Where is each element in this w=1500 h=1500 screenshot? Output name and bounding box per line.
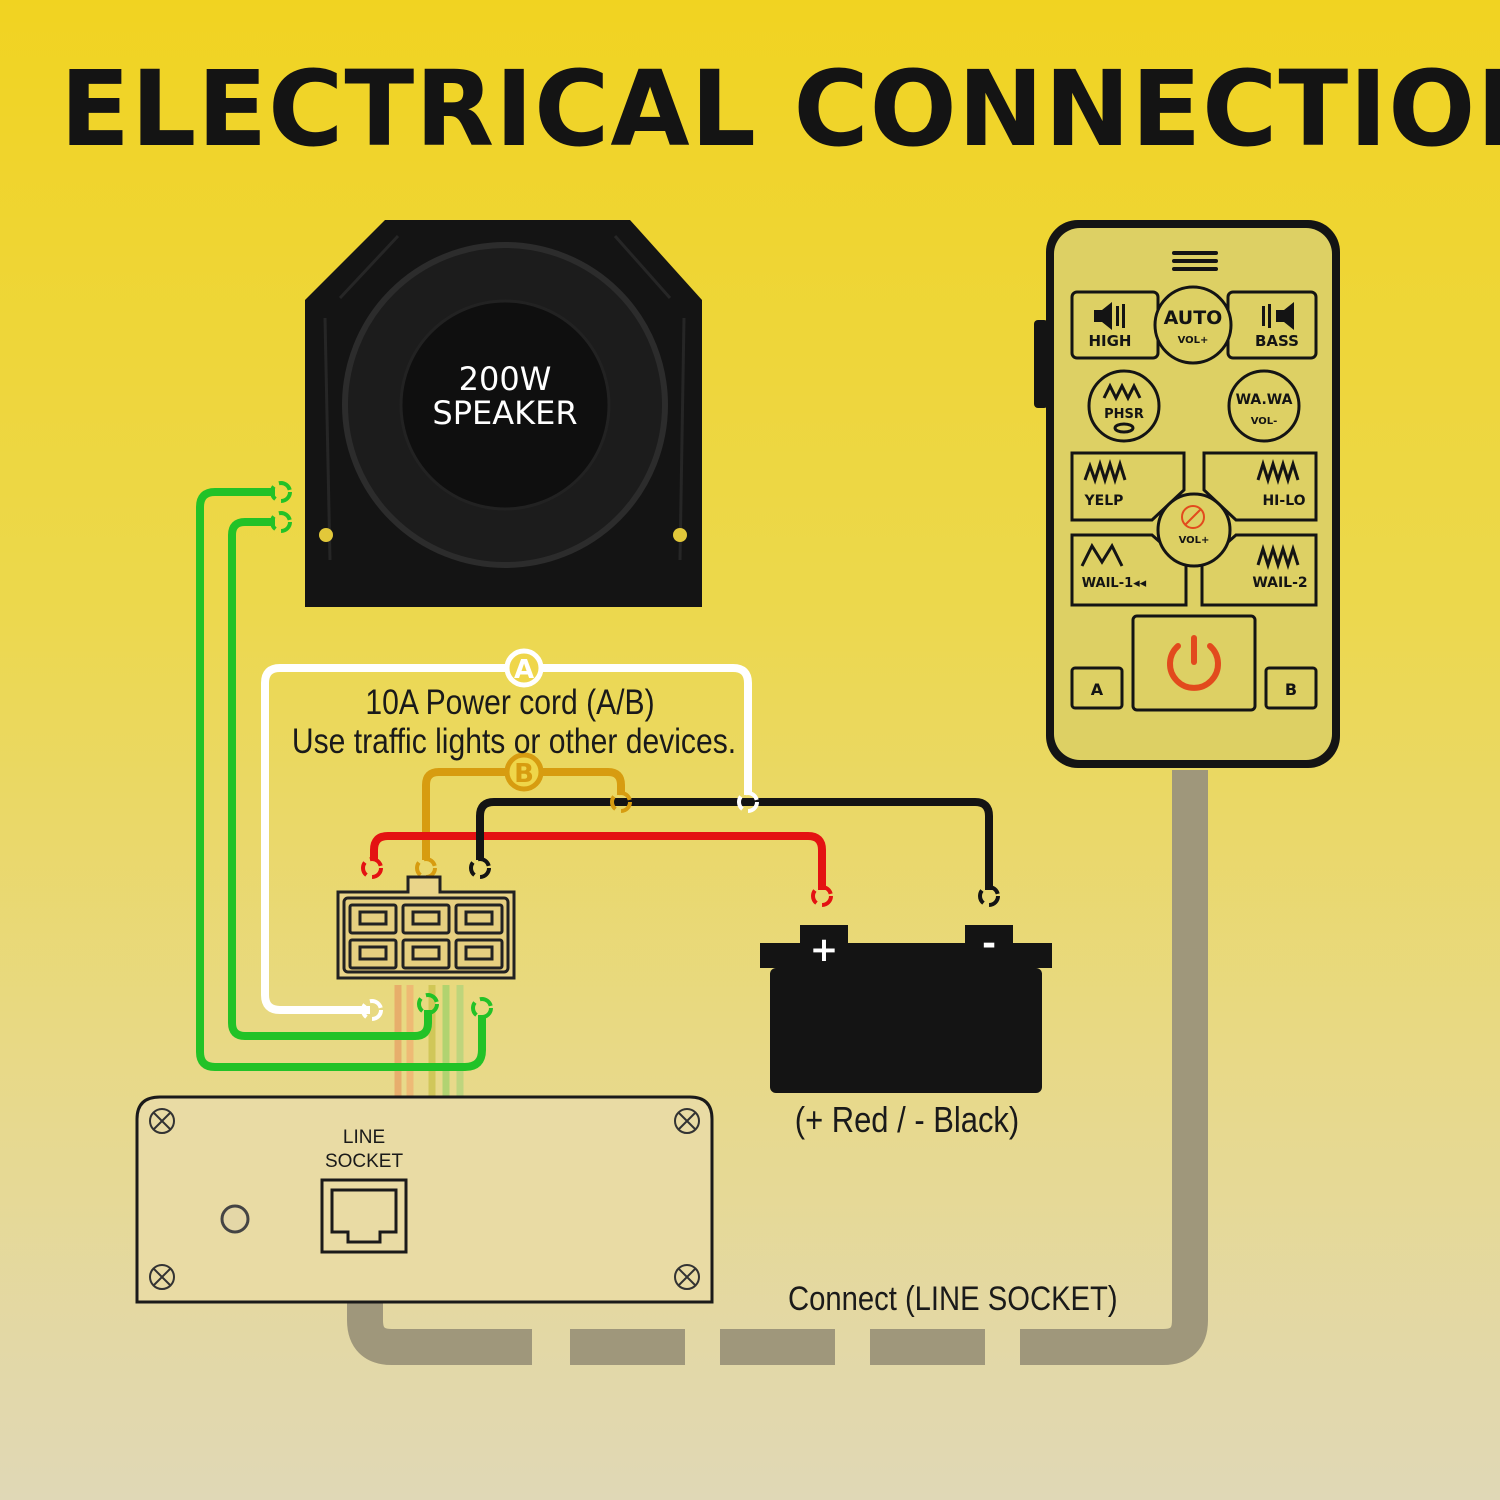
siren-amplifier: LINE SOCKET: [135, 1095, 714, 1304]
speaker-bass-icon: [1262, 302, 1294, 330]
wail2-label: WAIL-2: [1252, 575, 1307, 591]
power-cord-label: 10A Power cord (A/B): [365, 682, 654, 722]
auto-label: AUTO: [1164, 307, 1223, 329]
screw-icon: [149, 1108, 700, 1290]
wawa-label: WA.WA: [1236, 392, 1293, 408]
auto-button[interactable]: [1153, 285, 1233, 365]
power-icon: [1167, 635, 1221, 691]
speaker-high-icon: [1094, 302, 1125, 330]
auto-vol-label: VOL+: [1178, 335, 1209, 346]
mute-icon: [1181, 505, 1205, 529]
indicator-led: [220, 1204, 250, 1234]
high-label: HIGH: [1088, 332, 1131, 350]
speaker-label-power: 200W: [459, 360, 552, 398]
badge-a-label: A: [514, 655, 534, 685]
center-vol-button[interactable]: [1156, 492, 1232, 568]
center-vol-label: VOL+: [1179, 535, 1210, 546]
battery-caption: (+ Red / - Black): [795, 1101, 1019, 1141]
phsr-button[interactable]: [1087, 369, 1161, 443]
green-wire-inner: [228, 518, 432, 1040]
cable-caption: Connect (LINE SOCKET): [788, 1279, 1118, 1318]
mount-hole-left: [319, 528, 333, 542]
yelp-label: YELP: [1084, 493, 1124, 509]
green-wire-outer: [196, 488, 486, 1071]
battery-plus-sign: +: [810, 930, 839, 970]
badge-a: A: [504, 648, 544, 688]
wawa-button[interactable]: [1227, 369, 1301, 443]
wail1-label: WAIL-1◂◂: [1082, 576, 1147, 591]
battery-minus-sign: -: [982, 924, 996, 964]
badge-b: B: [504, 752, 544, 792]
phsr-label: PHSR: [1104, 407, 1144, 422]
wail1-button[interactable]: [1070, 533, 1188, 607]
black-wire: [476, 798, 993, 890]
siren-wave-icon: [1080, 382, 1300, 571]
wire-terminals: [270, 481, 1000, 1021]
white-wire-a: [261, 664, 752, 1014]
connector-wire-stubs: [394, 985, 464, 1098]
bass-label: BASS: [1255, 332, 1299, 350]
red-wire: [370, 832, 826, 890]
hilo-label: HI-LO: [1262, 493, 1305, 509]
battery: + -: [760, 924, 1052, 1093]
remote-side-button[interactable]: [1034, 320, 1048, 408]
power-cord-note: Use traffic lights or other devices.: [292, 721, 736, 761]
a-label: A: [1091, 680, 1104, 699]
remote-control: HIGH AUTO VOL+ BASS PHSR WA.WA VOL- YELP…: [1034, 220, 1340, 768]
line-socket-cable: [347, 770, 1208, 1365]
power-button[interactable]: [1131, 614, 1257, 712]
speaker: 200W SPEAKER: [305, 220, 702, 607]
a-button[interactable]: [1070, 666, 1124, 710]
six-pin-connector: [336, 875, 516, 980]
b-button[interactable]: [1264, 666, 1318, 710]
rj45-socket-icon[interactable]: [320, 1178, 408, 1254]
speaker-label-name: SPEAKER: [432, 394, 577, 432]
mount-hole-right: [673, 528, 687, 542]
page-title: ELECTRICAL CONNECTION: [60, 48, 1500, 170]
line-socket-label-1: LINE: [343, 1127, 385, 1148]
speaker-grille-icon: [1172, 251, 1218, 271]
b-label: B: [1285, 680, 1297, 699]
wawa-vol-label: VOL-: [1251, 416, 1278, 427]
badge-b-label: B: [514, 759, 534, 789]
hilo-button[interactable]: [1202, 451, 1318, 522]
line-socket-label-2: SOCKET: [325, 1151, 404, 1172]
